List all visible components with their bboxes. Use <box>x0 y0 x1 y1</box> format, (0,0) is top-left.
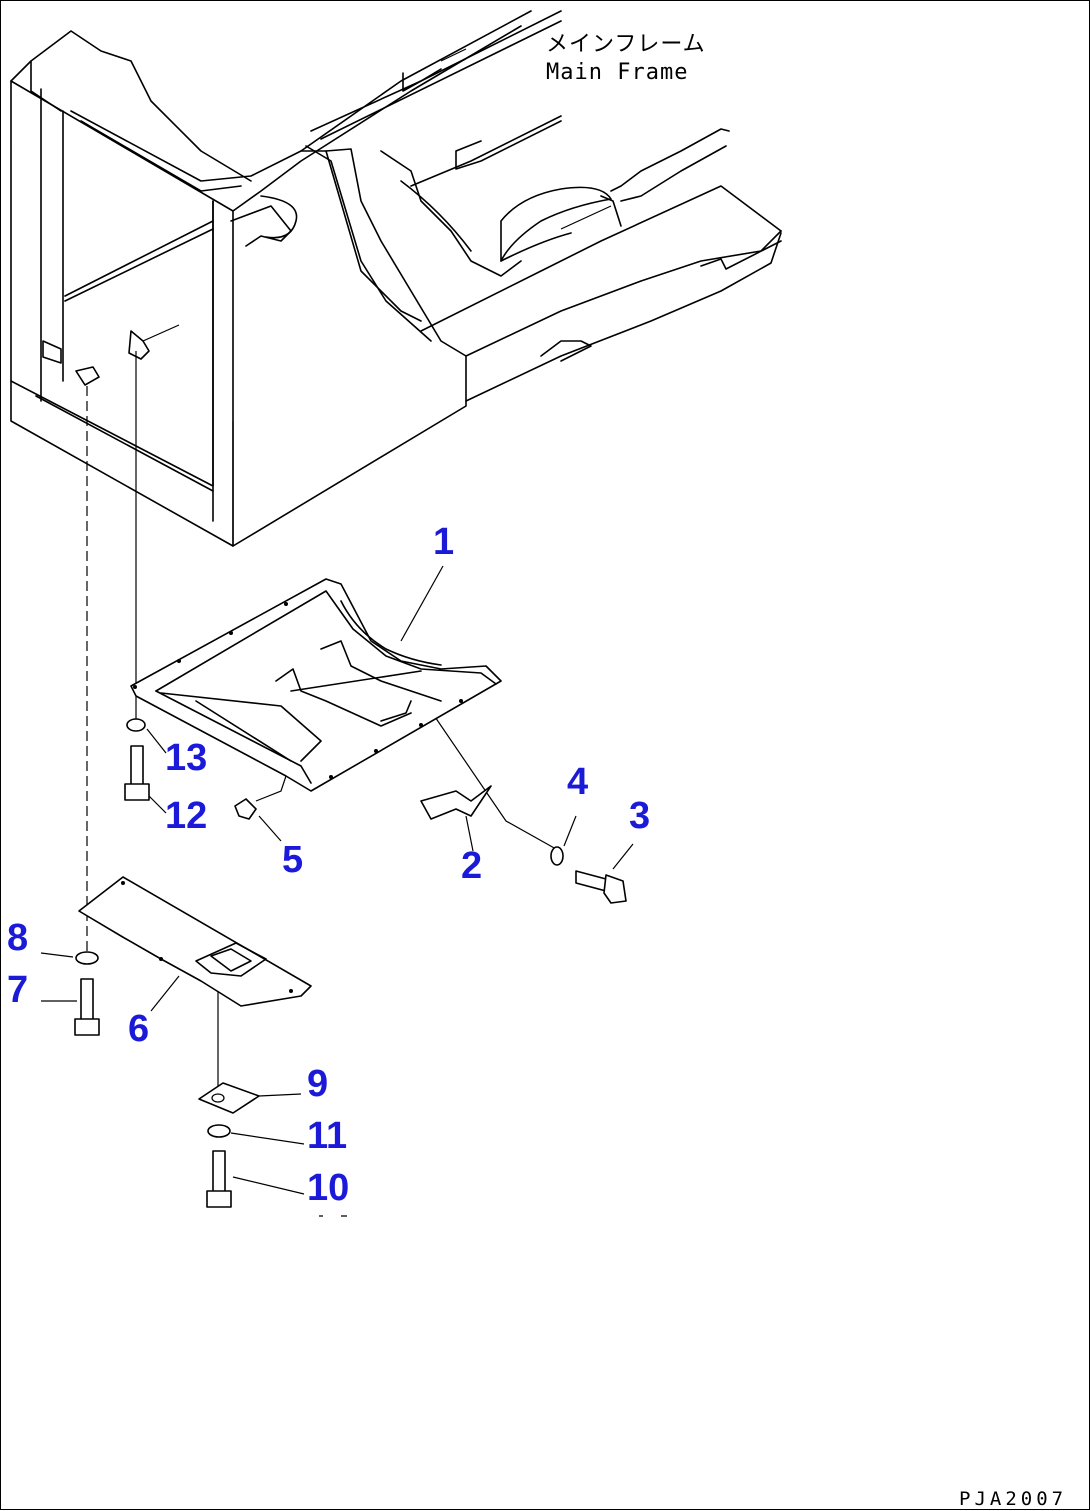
callout-4: 4 <box>567 761 589 803</box>
part-10-bolt <box>206 1150 232 1208</box>
callout-2: 2 <box>461 845 483 887</box>
main-frame-label: メインフレーム Main Frame <box>546 31 706 87</box>
callout-13: 13 <box>165 737 208 779</box>
callout-9: 9 <box>307 1063 329 1105</box>
part-11-washer <box>207 1124 231 1138</box>
part-4-washer <box>550 846 564 866</box>
part-13-washer <box>126 718 146 732</box>
part-3-bolt <box>575 870 627 904</box>
main-frame-label-jp: メインフレーム <box>546 32 706 57</box>
part-6-cover <box>78 876 312 1007</box>
callout-10: 10 <box>307 1167 350 1209</box>
callout-8: 8 <box>7 917 29 959</box>
part-8-washer <box>75 951 99 965</box>
mounting-line-4 <box>430 710 557 850</box>
drawing-number: PJA2007 <box>959 1488 1068 1510</box>
part-12-bolt <box>124 745 150 801</box>
main-frame-label-en: Main Frame <box>546 60 689 85</box>
part-2-bracket <box>420 785 492 820</box>
part-9-plate <box>198 1082 260 1114</box>
leader-lines <box>40 565 634 1217</box>
main-frame <box>10 10 782 547</box>
callout-5: 5 <box>282 839 304 881</box>
callout-1: 1 <box>433 521 455 563</box>
callout-6: 6 <box>128 1008 150 1050</box>
part-5-clip <box>234 798 257 820</box>
callout-11: 11 <box>307 1115 348 1157</box>
part-7-bolt <box>74 978 100 1036</box>
callout-7: 7 <box>7 969 29 1011</box>
part-1-under-cover <box>130 578 502 792</box>
callout-12: 12 <box>165 795 208 837</box>
callout-3: 3 <box>629 795 651 837</box>
